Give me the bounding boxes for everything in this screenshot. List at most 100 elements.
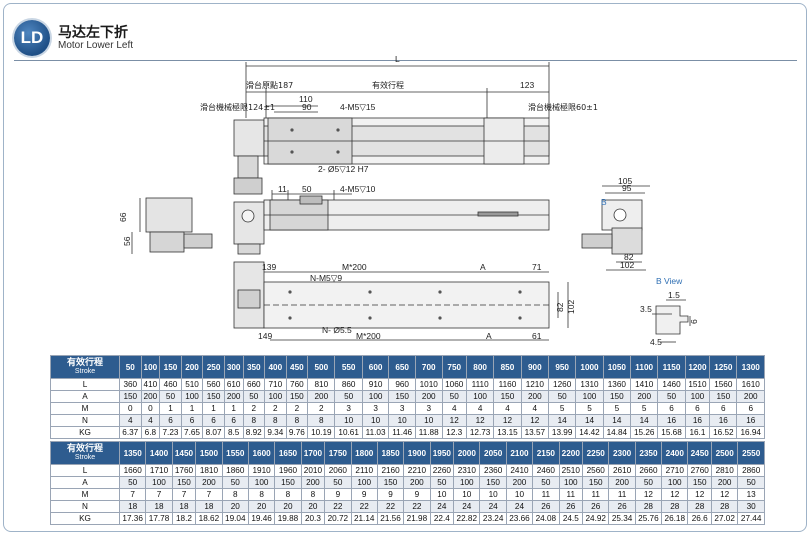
table-cell: 20.72 xyxy=(324,512,352,525)
table-cell: 510 xyxy=(180,378,204,391)
stroke-column-header: 1400 xyxy=(145,441,173,465)
dim-origin: 滑台原點187 xyxy=(246,80,293,90)
table-cell: 460 xyxy=(159,378,182,391)
table-cell: 1710 xyxy=(145,464,173,477)
table-cell: 100 xyxy=(575,390,604,403)
row-label: KG xyxy=(50,426,120,439)
stroke-column-header: 2250 xyxy=(582,441,610,465)
table-cell: 11 xyxy=(532,488,560,501)
row-label: A xyxy=(50,476,120,489)
dim-56: 56 xyxy=(122,236,132,246)
table-cell: 200 xyxy=(414,390,443,403)
stroke-column-header: 1000 xyxy=(575,355,604,379)
table-cell: 2660 xyxy=(634,464,663,477)
table-cell: 26 xyxy=(558,500,584,513)
table-cell: 960 xyxy=(388,378,416,391)
table-cell: 150 xyxy=(171,476,197,489)
table-cell: 2860 xyxy=(737,464,765,477)
table-cell: 1 xyxy=(159,402,182,415)
table-cell: 6.37 xyxy=(119,426,142,439)
stroke-column-header: 2200 xyxy=(558,441,584,465)
dim-149: 149 xyxy=(258,331,272,341)
table-cell: 50 xyxy=(242,390,266,403)
table-cell: 13.57 xyxy=(520,426,549,439)
table-cell: 2560 xyxy=(582,464,610,477)
table-cell: 50 xyxy=(634,476,663,489)
stroke-column-header: 2100 xyxy=(505,441,534,465)
hole-n-55: N- Ø5.5 xyxy=(322,325,352,335)
table-cell: 14 xyxy=(630,414,659,427)
table-cell: 200 xyxy=(630,390,659,403)
table-cell: 8 xyxy=(274,488,302,501)
row-label: KG xyxy=(50,512,120,525)
stroke-column-header: 750 xyxy=(441,355,467,379)
table-cell: 6.8 xyxy=(140,426,161,439)
table-cell: 9 xyxy=(350,488,378,501)
dim-90: 90 xyxy=(302,102,312,112)
table-cell: 14 xyxy=(575,414,604,427)
table-cell: 100 xyxy=(264,390,287,403)
stroke-column-header: 1150 xyxy=(657,355,686,379)
table-cell: 21.56 xyxy=(376,512,405,525)
dim-l: L xyxy=(395,54,400,64)
table-cell: 12.73 xyxy=(465,426,495,439)
table-cell: 200 xyxy=(505,476,534,489)
row-label: A xyxy=(50,390,120,403)
table-cell: 26.18 xyxy=(661,512,689,525)
table-cell: 4 xyxy=(520,402,549,415)
table-cell: 100 xyxy=(180,390,204,403)
table-cell: 2760 xyxy=(687,464,712,477)
table-cell: 20 xyxy=(300,500,326,513)
table-cell: 7 xyxy=(118,488,147,501)
table-cell: 50 xyxy=(737,476,765,489)
thread-m5-10: 4-M5▽10 xyxy=(340,184,376,194)
table-cell: 200 xyxy=(223,390,244,403)
stroke-column-header: 600 xyxy=(361,355,390,379)
row-label: M xyxy=(50,402,120,415)
table-cell: 16 xyxy=(684,414,711,427)
stroke-column-header: 2150 xyxy=(532,441,560,465)
table-cell: 1 xyxy=(202,402,225,415)
dim-95: 95 xyxy=(622,183,632,193)
table-cell: 410 xyxy=(140,378,161,391)
table-cell: 12 xyxy=(634,488,663,501)
table-cell: 25.34 xyxy=(608,512,636,525)
table-cell: 8 xyxy=(264,414,287,427)
stroke-column-header: 900 xyxy=(520,355,549,379)
table-cell: 12 xyxy=(687,488,712,501)
stroke-column-header: 450 xyxy=(285,355,309,379)
table-cell: 20 xyxy=(221,500,249,513)
table-cell: 1410 xyxy=(630,378,659,391)
table-cell: 9.34 xyxy=(264,426,287,439)
table-cell: 5 xyxy=(630,402,659,415)
stroke-column-header: 2050 xyxy=(479,441,507,465)
table-cell: 50 xyxy=(334,390,363,403)
table-cell: 12.3 xyxy=(441,426,467,439)
table-cell: 660 xyxy=(242,378,266,391)
thread-n-m5: N-M5▽9 xyxy=(310,273,342,283)
table-cell: 22 xyxy=(350,500,378,513)
table-cell: 16 xyxy=(736,414,765,427)
table-cell: 22 xyxy=(324,500,352,513)
table-cell: 1060 xyxy=(441,378,467,391)
table-cell: 1110 xyxy=(465,378,495,391)
table-cell: 50 xyxy=(532,476,560,489)
table-cell: 7 xyxy=(145,488,173,501)
table-cell: 22.4 xyxy=(429,512,455,525)
table-cell: 50 xyxy=(429,476,455,489)
page-title-en: Motor Lower Left xyxy=(58,40,134,51)
stroke-column-header: 1900 xyxy=(403,441,431,465)
table-cell: 2510 xyxy=(558,464,584,477)
stroke-column-header: 2500 xyxy=(710,441,739,465)
table-cell: 4 xyxy=(493,402,522,415)
stroke-column-header: 850 xyxy=(493,355,522,379)
stroke-column-header: 650 xyxy=(388,355,416,379)
table-cell: 11.46 xyxy=(388,426,416,439)
dim-123: 123 xyxy=(520,80,534,90)
stroke-column-header: 1300 xyxy=(736,355,765,379)
table-cell: 6 xyxy=(180,414,204,427)
table-cell: 25.76 xyxy=(634,512,663,525)
table-cell: 4 xyxy=(119,414,142,427)
